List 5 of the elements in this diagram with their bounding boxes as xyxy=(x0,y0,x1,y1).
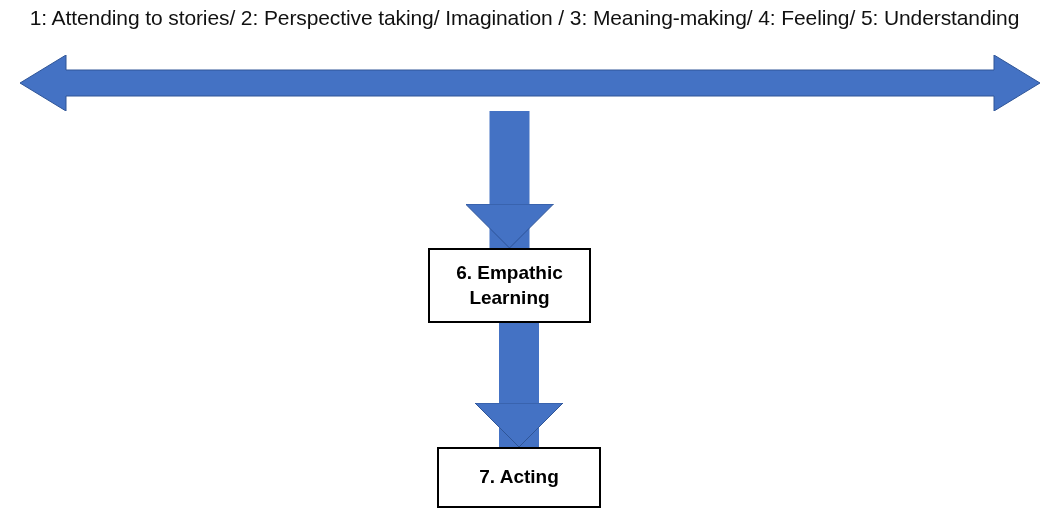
scale-label: 1: Attending to stories/ 2: Perspective taking/ Imagination / 3: Meaning-making/ 4: Feeling/ 5: Understanding xyxy=(29,6,1020,29)
process-box: 6. Empathic Learning xyxy=(428,248,591,323)
process-box: 7. Acting xyxy=(437,447,601,508)
block-arrow xyxy=(465,111,554,249)
block-arrow xyxy=(474,323,564,448)
